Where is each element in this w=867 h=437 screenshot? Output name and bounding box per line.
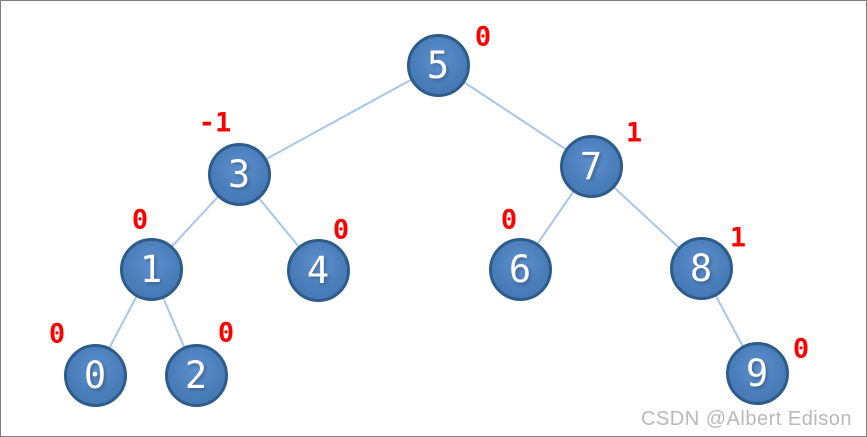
balance-factor-4: 0: [332, 214, 350, 246]
balance-factor-3: -1: [198, 107, 232, 139]
watermark: CSDN @Albert Edison: [641, 408, 852, 430]
node-value: 9: [745, 351, 769, 395]
tree-node-1: 1: [119, 237, 183, 301]
node-value: 1: [139, 247, 163, 291]
tree-node-6: 6: [488, 237, 552, 301]
node-value: 8: [689, 246, 713, 290]
balance-factor-0: 0: [48, 318, 66, 350]
node-value: 3: [227, 152, 251, 196]
tree-node-9: 9: [725, 341, 789, 405]
tree-node-5: 5: [406, 33, 470, 97]
tree-node-7: 7: [559, 134, 623, 198]
node-value: 6: [508, 247, 532, 291]
tree-node-8: 8: [669, 236, 733, 300]
balance-factor-7: 1: [625, 117, 643, 149]
tree-node-4: 4: [286, 238, 350, 302]
balance-factor-1: 0: [131, 204, 149, 236]
balance-factor-2: 0: [217, 317, 235, 349]
balance-factor-8: 1: [729, 222, 747, 254]
edge-5-3: [238, 64, 439, 175]
tree-node-0: 0: [63, 343, 127, 407]
balance-factor-9: 0: [792, 333, 810, 365]
node-value: 0: [83, 353, 107, 397]
tree-node-2: 2: [164, 343, 228, 407]
node-value: 4: [306, 248, 330, 292]
balance-factor-6: 0: [500, 204, 518, 236]
node-value: 5: [426, 43, 450, 87]
node-value: 7: [579, 144, 603, 188]
balance-factor-5: 0: [474, 21, 492, 53]
node-value: 2: [184, 353, 208, 397]
tree-node-3: 3: [207, 142, 271, 206]
